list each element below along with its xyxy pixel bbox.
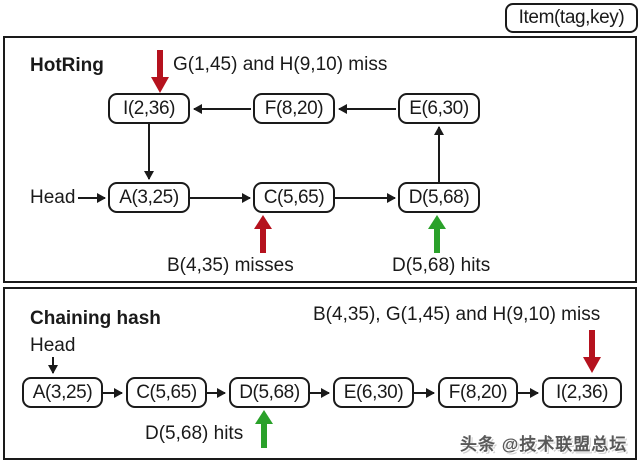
hotring-node-i: I(2,36) <box>108 93 190 124</box>
chaining-node-d: D(5,68) <box>229 377 310 408</box>
b-miss-red-up-arrow-icon <box>254 215 272 253</box>
chaining-hash-panel: Chaining hash Head B(4,35), G(1,45) and … <box>3 287 637 460</box>
hotring-hit-bottom-label: D(5,68) hits <box>392 255 491 276</box>
hotring-panel: HotRing G(1,45) and H(9,10) miss I(2,36)… <box>3 36 637 283</box>
chaining-node-i: I(2,36) <box>542 377 622 408</box>
chaining-node-e: E(6,30) <box>333 377 414 408</box>
gh-miss-red-down-arrow-icon <box>151 50 169 93</box>
hotring-node-f: F(8,20) <box>253 93 335 124</box>
watermark-label: 头条 @技术联盟总坛 <box>460 435 628 454</box>
chaining-link-arrows <box>48 357 539 398</box>
chaining-node-a: A(3,25) <box>22 377 103 408</box>
hotring-link-arrows <box>78 104 444 203</box>
hotring-head-label: Head <box>30 187 76 208</box>
d-hit-green-up-arrow-icon <box>428 215 446 253</box>
chaining-node-c: C(5,65) <box>126 377 207 408</box>
hotring-miss-top-label: G(1,45) and H(9,10) miss <box>173 54 388 75</box>
hotring-node-c: C(5,65) <box>253 182 335 213</box>
hotring-node-e: E(6,30) <box>398 93 480 124</box>
multi-miss-red-down-arrow-icon <box>583 330 601 373</box>
chaining-hit-bottom-label: D(5,68) hits <box>145 423 244 444</box>
hotring-miss-bottom-label: B(4,35) misses <box>167 255 294 276</box>
chaining-miss-top-label: B(4,35), G(1,45) and H(9,10) miss <box>313 304 601 325</box>
d-hit-green-up-arrow-icon-2 <box>255 410 273 448</box>
hotring-node-a: A(3,25) <box>108 182 190 213</box>
chaining-title: Chaining hash <box>30 308 161 329</box>
item-legend-label: Item(tag,key) <box>518 7 625 28</box>
item-legend-box: Item(tag,key) <box>505 3 638 33</box>
chaining-head-label: Head <box>30 335 76 356</box>
chaining-node-f: F(8,20) <box>438 377 518 408</box>
hotring-title: HotRing <box>30 55 104 76</box>
hotring-node-d: D(5,68) <box>398 182 480 213</box>
